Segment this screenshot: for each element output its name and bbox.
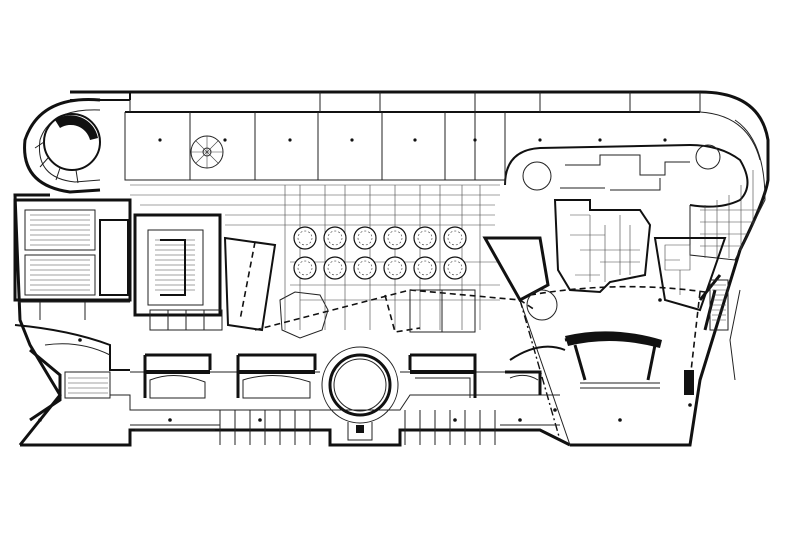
lower-concourse bbox=[14, 324, 560, 445]
tilted-pavilion bbox=[223, 236, 329, 339]
structural-columns bbox=[38, 298, 692, 422]
auditorium-west bbox=[13, 198, 132, 320]
courtyard-grid bbox=[130, 184, 536, 333]
top-right-pavilion bbox=[504, 111, 766, 261]
shop-rooms bbox=[143, 353, 542, 399]
spiral-stair-top-left bbox=[23, 98, 101, 194]
central-rotunda bbox=[321, 346, 399, 441]
theater-block bbox=[133, 213, 223, 331]
trees bbox=[293, 226, 467, 280]
east-wing bbox=[482, 199, 741, 446]
top-gallery-band bbox=[124, 92, 701, 181]
